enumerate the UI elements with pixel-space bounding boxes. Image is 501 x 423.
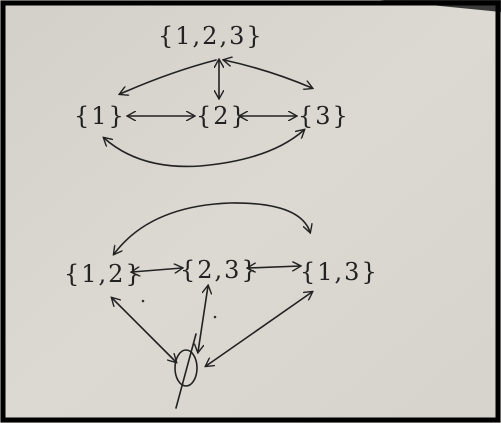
- node-pair-13: {1,3}: [300, 258, 379, 286]
- edge-full-to-s3: [224, 60, 312, 88]
- node-pair-23: {2,3}: [180, 256, 259, 284]
- edge-full-to-s1: [120, 59, 217, 94]
- pen-dot: [141, 299, 145, 303]
- edge-p13-empty: [206, 292, 312, 366]
- node-singleton-2: {2}: [196, 102, 248, 130]
- node-singleton-3: {3}: [298, 102, 350, 130]
- edge-p12-p13-arc: [114, 202, 310, 254]
- edge-s1-s3: [104, 130, 304, 168]
- node-singleton-1: {1}: [74, 102, 126, 130]
- node-pair-12: {1,2}: [64, 260, 143, 288]
- edge-p12-empty: [112, 298, 176, 362]
- edge-p12-p23: [132, 268, 182, 272]
- node-full-set: {1,2,3}: [158, 22, 264, 50]
- edge-p23-p13: [248, 266, 300, 268]
- pen-dot: [213, 315, 217, 319]
- empty-set-symbol: [174, 333, 198, 409]
